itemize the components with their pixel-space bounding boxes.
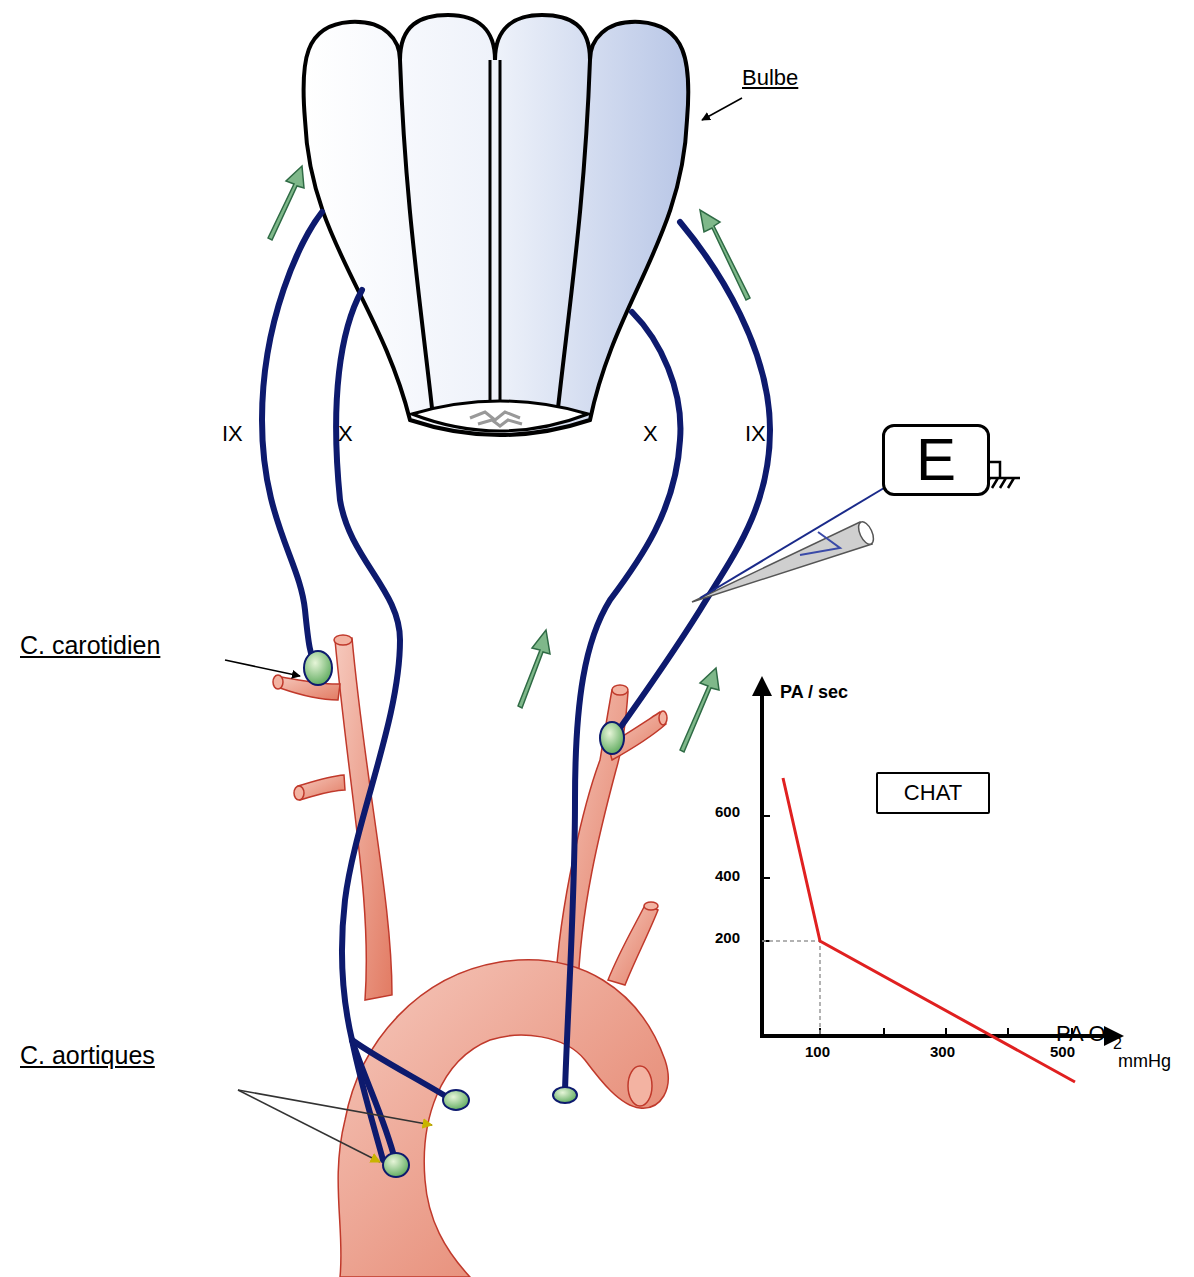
signal-arrows <box>268 166 750 752</box>
label: 600 <box>715 804 740 821</box>
electrode-box: E <box>882 424 990 496</box>
label: 400 <box>715 868 740 885</box>
label: IX <box>222 422 243 446</box>
label: 2 <box>1113 1035 1122 1053</box>
label: 300 <box>930 1044 955 1061</box>
aorta <box>273 635 668 1277</box>
nerves <box>262 212 770 1160</box>
medulla <box>303 15 688 435</box>
label: IX <box>745 422 766 446</box>
label: PA / sec <box>780 683 848 703</box>
label: mmHg <box>1118 1052 1171 1072</box>
label: 100 <box>805 1044 830 1061</box>
node-text: E <box>916 430 956 490</box>
graph-axes <box>760 680 1120 1082</box>
species-box: CHAT <box>876 772 990 814</box>
label: X <box>643 422 658 446</box>
label: X <box>338 422 353 446</box>
label: C. aortiques <box>20 1042 155 1070</box>
label: 200 <box>715 930 740 947</box>
label: 500 <box>1050 1044 1075 1061</box>
label: PA O <box>1056 1022 1106 1046</box>
chemoreceptor-bodies <box>304 651 624 1177</box>
label: Bulbe <box>742 66 798 90</box>
leader-lines <box>225 98 742 1162</box>
node-text: CHAT <box>904 782 962 804</box>
label: C. carotidien <box>20 632 160 660</box>
